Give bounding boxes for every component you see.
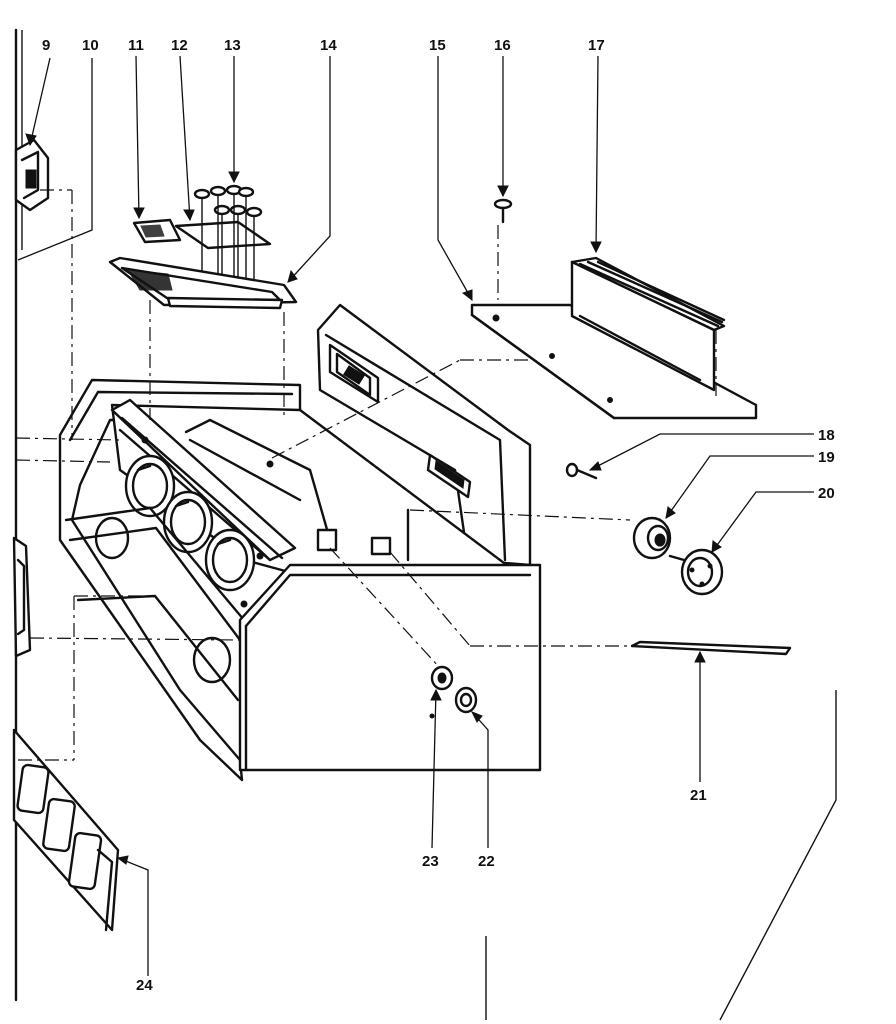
burner-knob-2 [162, 490, 214, 554]
assembly-lines [15, 189, 717, 761]
callout-15: 15 [429, 37, 446, 54]
spacer-part-23 [430, 665, 454, 691]
callout-23: 23 [422, 853, 439, 870]
callout-12: 12 [171, 37, 188, 54]
right-edge-lines [485, 690, 837, 1021]
arrowheads [25, 133, 722, 865]
trim-panel-part-15 [470, 303, 758, 420]
trim-strip-part-21 [630, 640, 792, 656]
callout-24: 24 [136, 977, 153, 994]
lower-panel-part-24 [12, 728, 120, 932]
control-label-plate-part-11 [132, 218, 182, 244]
screw-part-18 [565, 462, 598, 480]
callout-10: 10 [82, 37, 99, 54]
console-housing [58, 303, 542, 782]
callout-19: 19 [818, 449, 835, 466]
burner-knob-3 [204, 528, 256, 592]
callout-20: 20 [818, 485, 835, 502]
callout-16: 16 [494, 37, 511, 54]
callout-17: 17 [588, 37, 605, 54]
gasket-part-12 [174, 220, 272, 250]
callout-14: 14 [320, 37, 337, 54]
knob-part-20 [668, 548, 724, 596]
hinge-bracket-part-9 [14, 138, 50, 212]
knob-skirt-part-19 [632, 516, 672, 560]
leader-lines [17, 55, 814, 976]
control-panel-frame-part-14 [108, 256, 298, 310]
vent-grille-part-17 [570, 256, 726, 392]
digital-display-window [328, 343, 380, 404]
callout-18: 18 [818, 427, 835, 444]
callout-11: 11 [128, 37, 144, 54]
callout-22: 22 [478, 853, 495, 870]
switch-buttons-part-13 [193, 184, 263, 288]
screw-part-16 [493, 198, 513, 224]
callout-labels: 9 10 11 12 13 14 15 16 17 18 19 20 21 22… [42, 37, 835, 994]
callout-21: 21 [690, 787, 707, 804]
callout-13: 13 [224, 37, 241, 54]
model-badge [426, 453, 472, 499]
side-control-fragment [12, 536, 32, 658]
callout-9: 9 [42, 37, 50, 54]
knob-insert-part-22 [454, 686, 478, 714]
